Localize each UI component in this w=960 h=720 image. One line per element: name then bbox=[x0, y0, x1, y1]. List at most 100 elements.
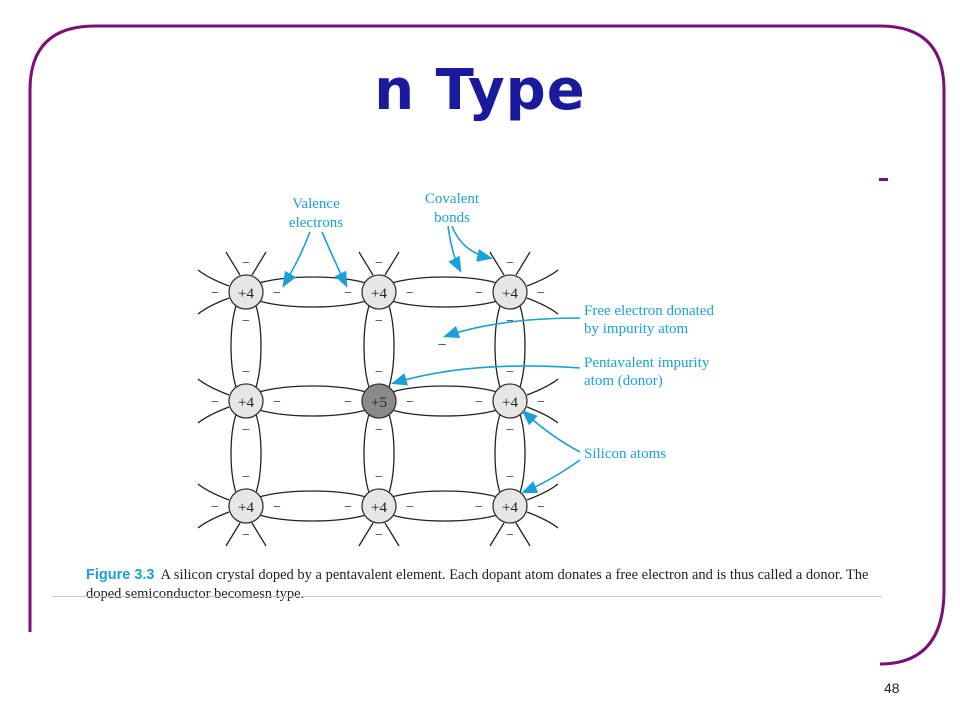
label-covalent-line2: bonds bbox=[434, 210, 470, 226]
atom-charge-label: +4 bbox=[502, 500, 518, 516]
valence-electron: − bbox=[273, 395, 281, 410]
arrow-covalent-right bbox=[451, 225, 494, 262]
label-covalent-line1: Covalent bbox=[425, 191, 480, 207]
silicon-atom bbox=[228, 274, 264, 310]
outer-bond bbox=[526, 269, 559, 287]
arrow-silicon-upper bbox=[521, 409, 581, 453]
silicon-atom bbox=[361, 274, 397, 310]
outer-bond bbox=[358, 251, 374, 276]
silicon-atom bbox=[361, 488, 397, 524]
covalent-bond bbox=[245, 276, 380, 308]
label-valence-line1: Valence bbox=[292, 196, 340, 212]
silicon-atom bbox=[492, 274, 528, 310]
valence-electron: − bbox=[375, 423, 383, 438]
outer-bond bbox=[197, 511, 230, 529]
valence-electron: − bbox=[242, 365, 250, 380]
arrow-silicon-lower bbox=[521, 459, 581, 494]
valence-electron: − bbox=[475, 286, 483, 301]
label-silicon-atoms: Silicon atoms bbox=[584, 446, 666, 462]
valence-electron: − bbox=[506, 528, 514, 543]
valence-electron: − bbox=[344, 286, 352, 301]
atom-charge-label: +4 bbox=[371, 286, 387, 302]
valence-electron: − bbox=[344, 395, 352, 410]
arrow-covalent-left bbox=[447, 225, 462, 273]
outer-bond bbox=[515, 251, 531, 276]
silicon-atom bbox=[492, 488, 528, 524]
valence-electron: − bbox=[406, 500, 414, 515]
valence-electron: − bbox=[242, 423, 250, 438]
arrow-valence-left bbox=[282, 231, 311, 288]
arrow-pentavalent bbox=[390, 365, 581, 386]
valence-electron: − bbox=[273, 500, 281, 515]
outer-bond bbox=[197, 269, 230, 287]
outer-bond bbox=[515, 522, 531, 547]
outer-bond bbox=[197, 297, 230, 315]
label-valence-line2: electrons bbox=[289, 215, 343, 231]
outer-bond bbox=[526, 406, 559, 424]
valence-electron: − bbox=[375, 256, 383, 271]
valence-electron: − bbox=[242, 528, 250, 543]
valence-electron: − bbox=[211, 500, 219, 515]
valence-electron: − bbox=[506, 365, 514, 380]
outer-bond bbox=[251, 251, 267, 276]
arrow-free-electron bbox=[442, 317, 581, 339]
valence-electron: − bbox=[344, 500, 352, 515]
label-pentavalent-line1: Pentavalent impurity bbox=[584, 355, 710, 371]
outer-bond bbox=[197, 483, 230, 501]
valence-electron: − bbox=[506, 470, 514, 485]
valence-electron: − bbox=[406, 395, 414, 410]
silicon-atom bbox=[228, 383, 264, 419]
valence-electron: − bbox=[506, 423, 514, 438]
covalent-bond bbox=[378, 490, 511, 522]
atom-charge-label: +4 bbox=[238, 395, 254, 411]
outer-bond bbox=[526, 297, 559, 315]
bullet-dash bbox=[879, 178, 888, 181]
slide-title: n Type bbox=[374, 58, 586, 123]
valence-electron: − bbox=[211, 395, 219, 410]
outer-bond bbox=[384, 522, 400, 547]
outer-bond bbox=[384, 251, 400, 276]
outer-bond bbox=[526, 511, 559, 529]
caption-text: A silicon crystal doped by a pentavalent… bbox=[86, 567, 869, 602]
silicon-atom bbox=[492, 383, 528, 419]
valence-electron: − bbox=[273, 286, 281, 301]
figure-divider bbox=[52, 596, 882, 597]
valence-electron: − bbox=[406, 286, 414, 301]
outer-bond bbox=[225, 522, 241, 547]
free-electron: − bbox=[437, 337, 446, 354]
label-free-electron-line2: by impurity atom bbox=[584, 321, 688, 337]
outer-bond bbox=[526, 483, 559, 501]
covalent-bond bbox=[245, 490, 380, 522]
outer-bond bbox=[225, 251, 241, 276]
valence-electron: − bbox=[375, 314, 383, 329]
valence-electron: − bbox=[475, 395, 483, 410]
atom-charge-label: +4 bbox=[238, 500, 254, 516]
label-pentavalent-line2: atom (donor) bbox=[584, 373, 663, 389]
outer-bond bbox=[251, 522, 267, 547]
covalent-bond bbox=[378, 276, 511, 308]
valence-electron: − bbox=[475, 500, 483, 515]
valence-electron: − bbox=[506, 256, 514, 271]
arrow-valence-right bbox=[321, 231, 348, 288]
atom-charge-label: +4 bbox=[502, 286, 518, 302]
label-free-electron-line1: Free electron donated bbox=[584, 303, 714, 319]
outer-bond bbox=[197, 378, 230, 396]
valence-electron: − bbox=[242, 470, 250, 485]
atom-charge-label: +4 bbox=[371, 500, 387, 516]
atom-charge-label: +5 bbox=[371, 395, 387, 411]
valence-electron: − bbox=[537, 395, 545, 410]
outer-bond bbox=[489, 522, 505, 547]
page-number: 48 bbox=[884, 680, 900, 696]
valence-electron: − bbox=[537, 500, 545, 515]
atom-charge-label: +4 bbox=[238, 286, 254, 302]
valence-electron: − bbox=[375, 365, 383, 380]
outer-bond bbox=[358, 522, 374, 547]
silicon-atom bbox=[228, 488, 264, 524]
outer-bond bbox=[526, 378, 559, 396]
valence-electron: − bbox=[211, 286, 219, 301]
valence-electron: − bbox=[375, 528, 383, 543]
donor-atom bbox=[361, 383, 397, 419]
